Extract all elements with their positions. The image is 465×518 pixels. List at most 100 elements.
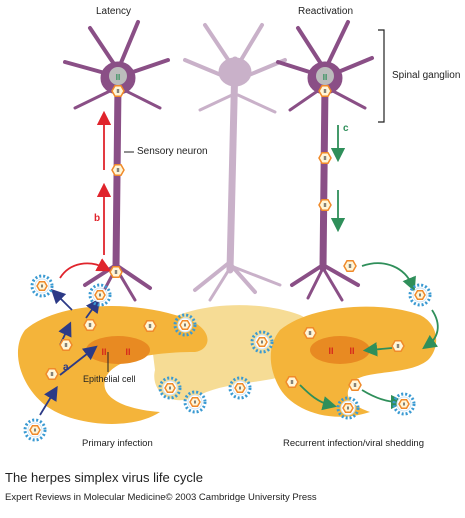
capsid-group: II II II II II II II II II II II II II II II	[45, 85, 405, 391]
virion: II	[88, 283, 112, 307]
virion-envelope	[30, 274, 54, 298]
virion-envelope	[88, 283, 112, 307]
virion: II	[23, 418, 47, 442]
capsid-genome-text: II	[291, 380, 294, 386]
capsid-hexagon	[179, 319, 191, 331]
capsid-genome-text: II	[169, 386, 172, 391]
sensory-neuron-label: Sensory neuron	[137, 146, 208, 157]
capsid-hexagon	[318, 199, 332, 211]
virion-envelope	[392, 392, 416, 416]
capsid-hexagon	[285, 376, 299, 388]
arrow-primary-4	[50, 288, 73, 311]
capsid-hexagon	[189, 396, 201, 408]
faded-neuron	[183, 23, 287, 302]
capsid-genome-text: II	[194, 400, 197, 405]
figure-title: The herpes simplex virus life cycle	[5, 470, 203, 485]
capsid-hexagon	[256, 336, 268, 348]
capsid-genome-text: II	[184, 323, 187, 328]
capsid-hexagon	[348, 379, 362, 391]
virion: II	[250, 330, 274, 354]
capsid-hexagon	[111, 164, 125, 176]
capsid-genome-text: II	[324, 89, 327, 95]
virion: II	[158, 376, 182, 400]
capsid-hexagon	[94, 289, 106, 301]
arrow-entry-curve	[59, 258, 112, 279]
virion-envelope	[158, 376, 182, 400]
capsid-genome-text: II	[397, 344, 400, 350]
viral-genome-mark: II	[101, 347, 106, 357]
capsid-hexagon	[318, 85, 332, 97]
virion-envelope	[183, 390, 207, 414]
arrow-a	[59, 345, 98, 376]
step-c-label: c	[343, 123, 349, 134]
reactivation-neuron	[276, 20, 374, 302]
step-a-label: a	[63, 362, 69, 373]
capsid-genome-text: II	[324, 203, 327, 209]
figure-credit: Expert Reviews in Molecular Medicine© 20…	[5, 492, 317, 503]
capsid-hexagon	[109, 266, 123, 278]
genome-group: II II II II II II	[101, 73, 354, 357]
capsid-hexagon	[83, 319, 97, 331]
arrow-primary-5	[85, 298, 101, 319]
capsid-genome-text: II	[261, 340, 264, 345]
virion: II	[183, 390, 207, 414]
spinal-ganglion-label: Spinal ganglion	[392, 70, 461, 81]
capsid-genome-text: II	[309, 331, 312, 337]
left-epithelial-nucleus	[86, 336, 150, 364]
latency-label: Latency	[96, 6, 132, 17]
latent-genome-mark: II	[116, 73, 120, 82]
latency-neuron	[63, 20, 170, 302]
capsid-hexagon	[164, 382, 176, 394]
capsid-hexagon	[303, 327, 317, 339]
capsid-genome-text: II	[239, 386, 242, 391]
viral-genome-mark: II	[125, 347, 130, 357]
virion: II	[408, 283, 432, 307]
capsid-genome-text: II	[115, 270, 118, 276]
viral-genome-mark: II	[349, 346, 354, 356]
virion-envelope	[408, 283, 432, 307]
arrow-exit-curve	[361, 262, 416, 292]
virion: II	[336, 396, 360, 420]
virion-envelope	[250, 330, 274, 354]
reactivation-nucleus	[316, 67, 334, 85]
capsid-hexagon	[398, 398, 410, 410]
capsid-genome-text: II	[354, 383, 357, 389]
capsid-hexagon	[391, 340, 405, 352]
capsid-genome-text: II	[89, 323, 92, 329]
primary-infection-label: Primary infection	[82, 438, 153, 449]
arrow-primary-1	[39, 385, 58, 416]
capsid-hexagon	[342, 402, 354, 414]
capsid-genome-text: II	[149, 324, 152, 330]
arrow-into-cell	[422, 309, 439, 350]
virion-group: II II II II II II II II II II II	[23, 274, 432, 442]
virion: II	[173, 313, 197, 337]
capsid-genome-text: II	[99, 293, 102, 298]
step-b-label: b	[94, 213, 101, 224]
arrow-shed-2	[361, 389, 406, 410]
capsid-genome-text: II	[117, 89, 120, 95]
ganglion-bracket	[378, 29, 385, 123]
virion-envelope	[23, 418, 47, 442]
recurrent-infection-label: Recurrent infection/viral shedding	[283, 438, 424, 449]
capsid-hexagon	[45, 368, 59, 380]
virion: II	[392, 392, 416, 416]
capsid-hexagon	[318, 152, 332, 164]
right-epithelial-nucleus	[310, 336, 370, 364]
capsid-genome-text: II	[41, 284, 44, 289]
capsid-genome-text: II	[117, 168, 120, 174]
virion: II	[30, 274, 54, 298]
arrow-to-nucleus	[362, 342, 393, 357]
virion-envelope	[336, 396, 360, 420]
capsid-genome-text: II	[419, 293, 422, 298]
virion: II	[228, 376, 252, 400]
reactivation-label: Reactivation	[298, 6, 354, 17]
arrow-shed-1	[299, 384, 337, 411]
capsid-hexagon	[234, 382, 246, 394]
capsid-genome-text: II	[403, 402, 406, 407]
capsid-genome-text: II	[51, 372, 54, 378]
capsid-genome-text: II	[349, 264, 352, 270]
capsid-hexagon	[36, 280, 48, 292]
capsid-hexagon	[29, 424, 41, 436]
